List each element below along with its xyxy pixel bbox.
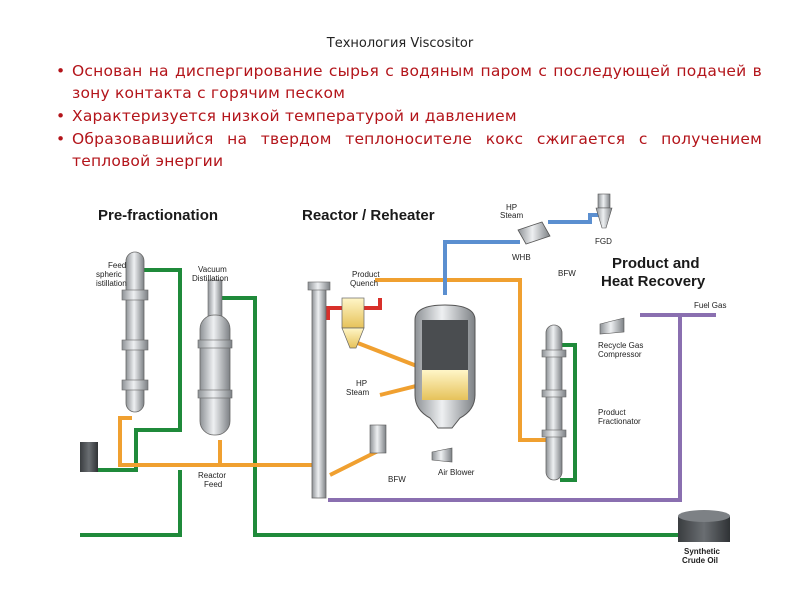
- process-diagram: Pre-fractionation Reactor / Reheater Pro…: [80, 190, 800, 600]
- vacuum-column: [197, 279, 233, 436]
- pipes-purple: [328, 313, 716, 502]
- reactor-riser: [307, 281, 331, 499]
- label-reactor-feed: Reactor: [198, 471, 226, 480]
- mid-exchanger: [369, 424, 387, 454]
- fgd-unit: [595, 193, 613, 229]
- heading-reactor-reheater: Reactor / Reheater: [302, 207, 435, 224]
- label-hp-steam-top-2: Steam: [500, 211, 523, 220]
- slide-title: Технология Viscositor: [326, 36, 474, 51]
- label-bfw-top: BFW: [558, 269, 576, 278]
- bullet-dot-icon: •: [56, 107, 66, 125]
- pipe-blue-up: [443, 240, 520, 295]
- bullet-text: Характеризуется низкой температурой и да…: [72, 107, 517, 125]
- pipes-blue: [443, 213, 602, 295]
- label-compressor: Compressor: [598, 350, 642, 359]
- bullet-item: • Основан на диспергирование сырья с водя…: [56, 60, 762, 104]
- process-flow-svg: Pre-fractionation Reactor / Reheater Pro…: [80, 193, 730, 565]
- label-synthetic: Synthetic: [684, 547, 721, 556]
- label-recycle-gas: Recycle Gas: [598, 341, 643, 350]
- label-hp-steam-top: HP: [506, 203, 517, 212]
- heading-product-heat-2: Heat Recovery: [601, 273, 706, 290]
- feed-tank: [80, 442, 98, 472]
- pipes-green: [80, 268, 680, 537]
- pipe-orange-quench: [375, 278, 550, 442]
- pipe-orange-prefrac: [118, 416, 222, 467]
- bullet-dot-icon: •: [56, 62, 66, 80]
- label-feed-spheric: spheric: [96, 270, 122, 279]
- label-hp-steam-mid: HP: [356, 379, 367, 388]
- label-feed-distillation: istillation: [96, 279, 127, 288]
- bullet-list: • Основан на диспергирование сырья с водя…: [56, 60, 762, 173]
- heading-pre-fractionation: Pre-fractionation: [98, 207, 218, 224]
- label-vacuum: Vacuum: [198, 265, 227, 274]
- pipe-green-feed: [98, 268, 182, 472]
- label-hp-steam-mid-2: Steam: [346, 388, 369, 397]
- pipe-green-bottom-left: [80, 470, 182, 537]
- heading-product-heat-1: Product and: [612, 255, 700, 272]
- bullet-item: • Образовавшийся на твердом теплоносителе…: [56, 128, 762, 172]
- pipe-blue-fgd: [548, 213, 602, 224]
- label-fractionator: Fractionator: [598, 417, 641, 426]
- whb-unit: [517, 221, 551, 245]
- label-whb: WHB: [512, 253, 531, 262]
- synthetic-crude-tank: [678, 510, 730, 542]
- product-quench-cyclone: [341, 297, 365, 349]
- bullet-dot-icon: •: [56, 130, 66, 148]
- pipe-green-vacuum: [218, 296, 680, 537]
- label-bfw-mid: BFW: [388, 475, 406, 484]
- pipe-green-fract-loop: [560, 343, 577, 482]
- recycle-compressor: [599, 317, 625, 335]
- label-vacuum-distillation: Distillation: [192, 274, 228, 283]
- label-quench: Quench: [350, 279, 378, 288]
- label-reactor-feed-2: Feed: [204, 480, 222, 489]
- air-blower: [431, 447, 453, 463]
- label-air-blower: Air Blower: [438, 468, 475, 477]
- label-product: Product: [352, 270, 380, 279]
- label-fuel-gas: Fuel Gas: [694, 301, 726, 310]
- atmospheric-column: [121, 251, 149, 413]
- reheater-vessel: [414, 304, 476, 429]
- label-fgd: FGD: [595, 237, 612, 246]
- label-feed: Feed: [108, 261, 126, 270]
- pipes-orange: [118, 278, 550, 477]
- label-crude-oil: Crude Oil: [682, 556, 718, 565]
- bullet-text: Основан на диспергирование сырья с водян…: [72, 62, 762, 102]
- bullet-item: • Характеризуется низкой температурой и д…: [56, 105, 762, 127]
- label-product-fract: Product: [598, 408, 626, 417]
- product-fractionator: [541, 324, 567, 481]
- bullet-text: Образовавшийся на твердом теплоносителе …: [72, 130, 762, 170]
